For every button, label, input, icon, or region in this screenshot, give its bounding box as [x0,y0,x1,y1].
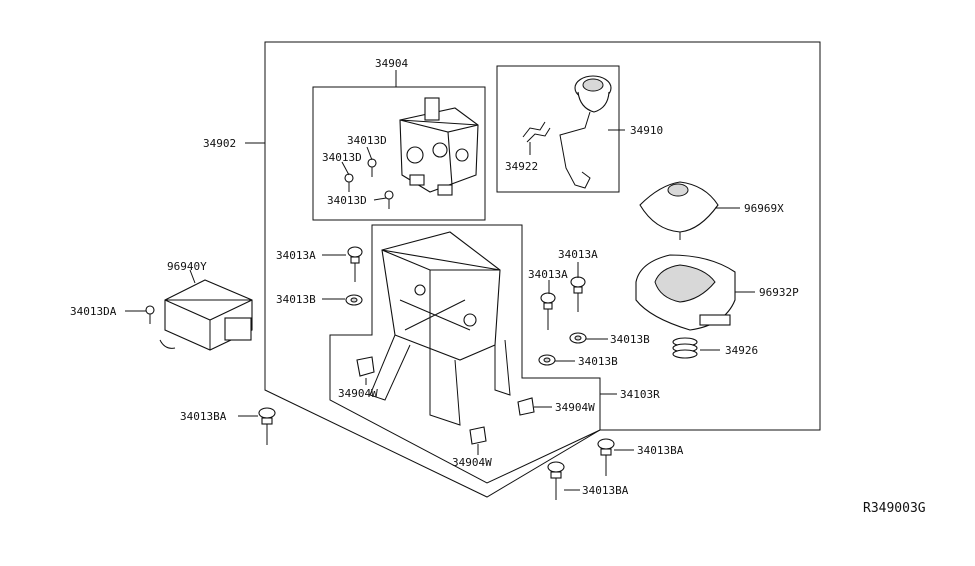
nut-34013B-3 [538,354,556,366]
label-34013D-2: 34013D [322,151,362,164]
bolt-34013D-2 [344,173,354,192]
label-34904W-2: 34904W [555,401,595,414]
subassembly-box-34904 [312,86,486,221]
bolt-34013BA-3 [547,461,565,500]
label-34103R: 34103R [620,388,660,401]
label-34013B-2: 34013B [610,333,650,346]
module-96940Y [159,279,253,351]
label-34922: 34922 [505,160,538,173]
bolt-34013D-3 [384,190,394,209]
diagram-code: R349003G [863,501,926,516]
label-96940Y: 96940Y [167,260,207,273]
label-34904W-1: 34904W [338,387,378,400]
bolt-34013A-1 [347,246,363,282]
bolt-34013DA [145,305,155,324]
clip-34904W-2 [517,397,535,416]
base-bracket-34103R [369,231,511,426]
base-outline-34103R [329,224,601,484]
shifter-mechanism-34904 [399,97,479,196]
label-96932P: 96932P [759,286,799,299]
label-34013B-1: 34013B [276,293,316,306]
clip-34904W-1 [356,356,375,377]
clip-34922 [522,121,551,143]
clip-34904W-3 [469,426,487,445]
label-34013A-3: 34013A [528,268,568,281]
nut-34013B-1 [345,294,363,306]
knob-cable-34910 [559,75,612,189]
subassembly-box-34910 [496,65,620,193]
label-34013BA-1: 34013BA [180,410,227,423]
bolt-34013A-2 [570,276,586,312]
label-34013D-3: 34013D [327,194,367,207]
spring-34926 [672,337,698,359]
leader-lines [125,70,755,491]
label-34902: 34902 [203,137,236,150]
label-34013A-1: 34013A [276,249,316,262]
label-34013DA: 34013DA [70,305,117,318]
bolt-34013A-3 [540,292,556,330]
label-34926: 34926 [725,344,758,357]
label-96969X: 96969X [744,202,784,215]
finisher-96932P [635,254,736,331]
label-34013A-2: 34013A [558,248,598,261]
label-34910: 34910 [630,124,663,137]
bolt-34013D-1 [367,158,377,177]
label-34013B-3: 34013B [578,355,618,368]
label-34013BA-2: 34013BA [637,444,684,457]
label-34013D-1: 34013D [347,134,387,147]
nut-34013B-2 [569,332,587,344]
bolt-34013BA-2 [597,438,615,476]
cover-96969X [639,181,719,240]
label-34904: 34904 [375,57,408,70]
label-34904W-3: 34904W [452,456,492,469]
label-34013BA-3: 34013BA [582,484,629,497]
bolt-34013BA-1 [258,407,276,445]
